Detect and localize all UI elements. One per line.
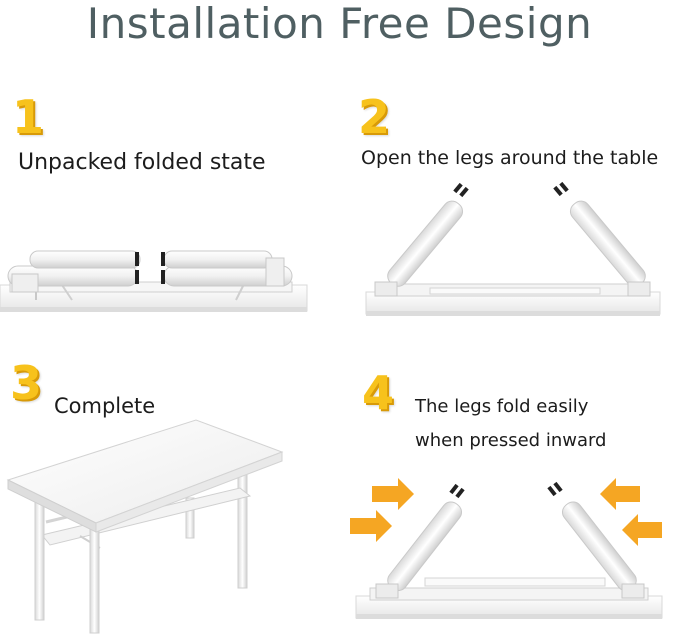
arrow-right-icon — [350, 510, 392, 542]
opening-legs-illustration — [365, 181, 661, 316]
folding-legs-illustration — [355, 481, 663, 619]
step-4-caption-line1: The legs fold easily — [415, 396, 589, 417]
step-4-number: 4 — [362, 366, 395, 420]
arrow-left-icon — [600, 478, 640, 510]
step-3-number: 3 — [10, 356, 43, 410]
step-3-caption: Complete — [54, 394, 156, 418]
step-2-caption: Open the legs around the table — [361, 147, 659, 169]
folded-table-illustration — [0, 250, 308, 312]
complete-table-illustration — [6, 419, 284, 634]
arrow-left-icon — [622, 514, 662, 546]
step-4-caption-line2: when pressed inward — [415, 430, 607, 451]
step-1-number: 1 — [12, 90, 45, 144]
step-1-caption: Unpacked folded state — [18, 150, 266, 175]
step-2-number: 2 — [358, 90, 391, 144]
arrow-right-icon — [372, 478, 414, 510]
page-title: Installation Free Design — [86, 0, 593, 48]
